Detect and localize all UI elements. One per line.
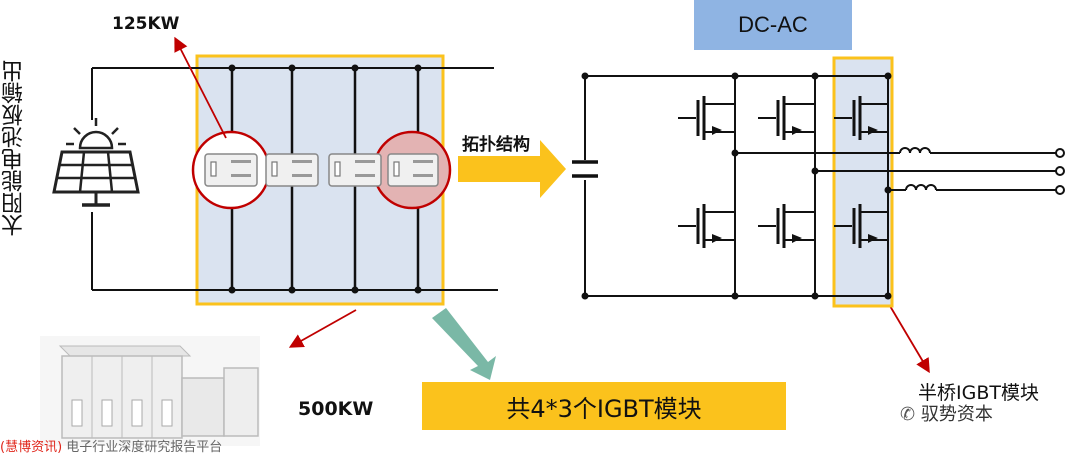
output-terminals bbox=[1055, 148, 1065, 195]
caption-rest: 电子行业深度研究报告平台 bbox=[66, 440, 223, 455]
igbt-count-banner: 共4*3个IGBT模块 bbox=[422, 382, 786, 430]
solar-panel-icon bbox=[52, 150, 140, 207]
half-bridge-callout-arrow bbox=[889, 305, 930, 374]
watermark: ✆ 驭势资本 bbox=[900, 400, 993, 426]
system-power-label: 500KW bbox=[298, 398, 374, 420]
source-caption: (慧博资讯) 电子行业深度研究报告平台 bbox=[0, 436, 222, 455]
system-callout-arrow bbox=[288, 309, 357, 348]
count-arrow bbox=[432, 308, 496, 380]
half-bridge-label: 半桥IGBT模块 bbox=[918, 382, 1039, 404]
cabinet-image bbox=[40, 336, 260, 446]
half-bridge-highlight-box bbox=[832, 56, 894, 308]
sun-icon bbox=[66, 118, 126, 150]
igbt-module-icon bbox=[387, 153, 439, 187]
module-callout-arrow bbox=[174, 36, 227, 139]
igbt-module-icon bbox=[328, 153, 382, 187]
dc-ac-label: DC-AC bbox=[694, 0, 852, 50]
igbt-module-icon bbox=[204, 153, 258, 187]
igbt-switch-symbols bbox=[678, 96, 888, 248]
igbt-module-icon bbox=[265, 153, 319, 187]
topology-label: 拓扑结构 bbox=[462, 135, 530, 155]
wechat-icon: ✆ bbox=[900, 404, 916, 425]
caption-highlight: (慧博资讯) bbox=[0, 440, 63, 455]
inductor-icon bbox=[735, 147, 1056, 191]
module-power-label: 125KW bbox=[112, 14, 180, 34]
watermark-text: 驭势资本 bbox=[920, 404, 993, 425]
topology-arrow bbox=[458, 140, 566, 198]
